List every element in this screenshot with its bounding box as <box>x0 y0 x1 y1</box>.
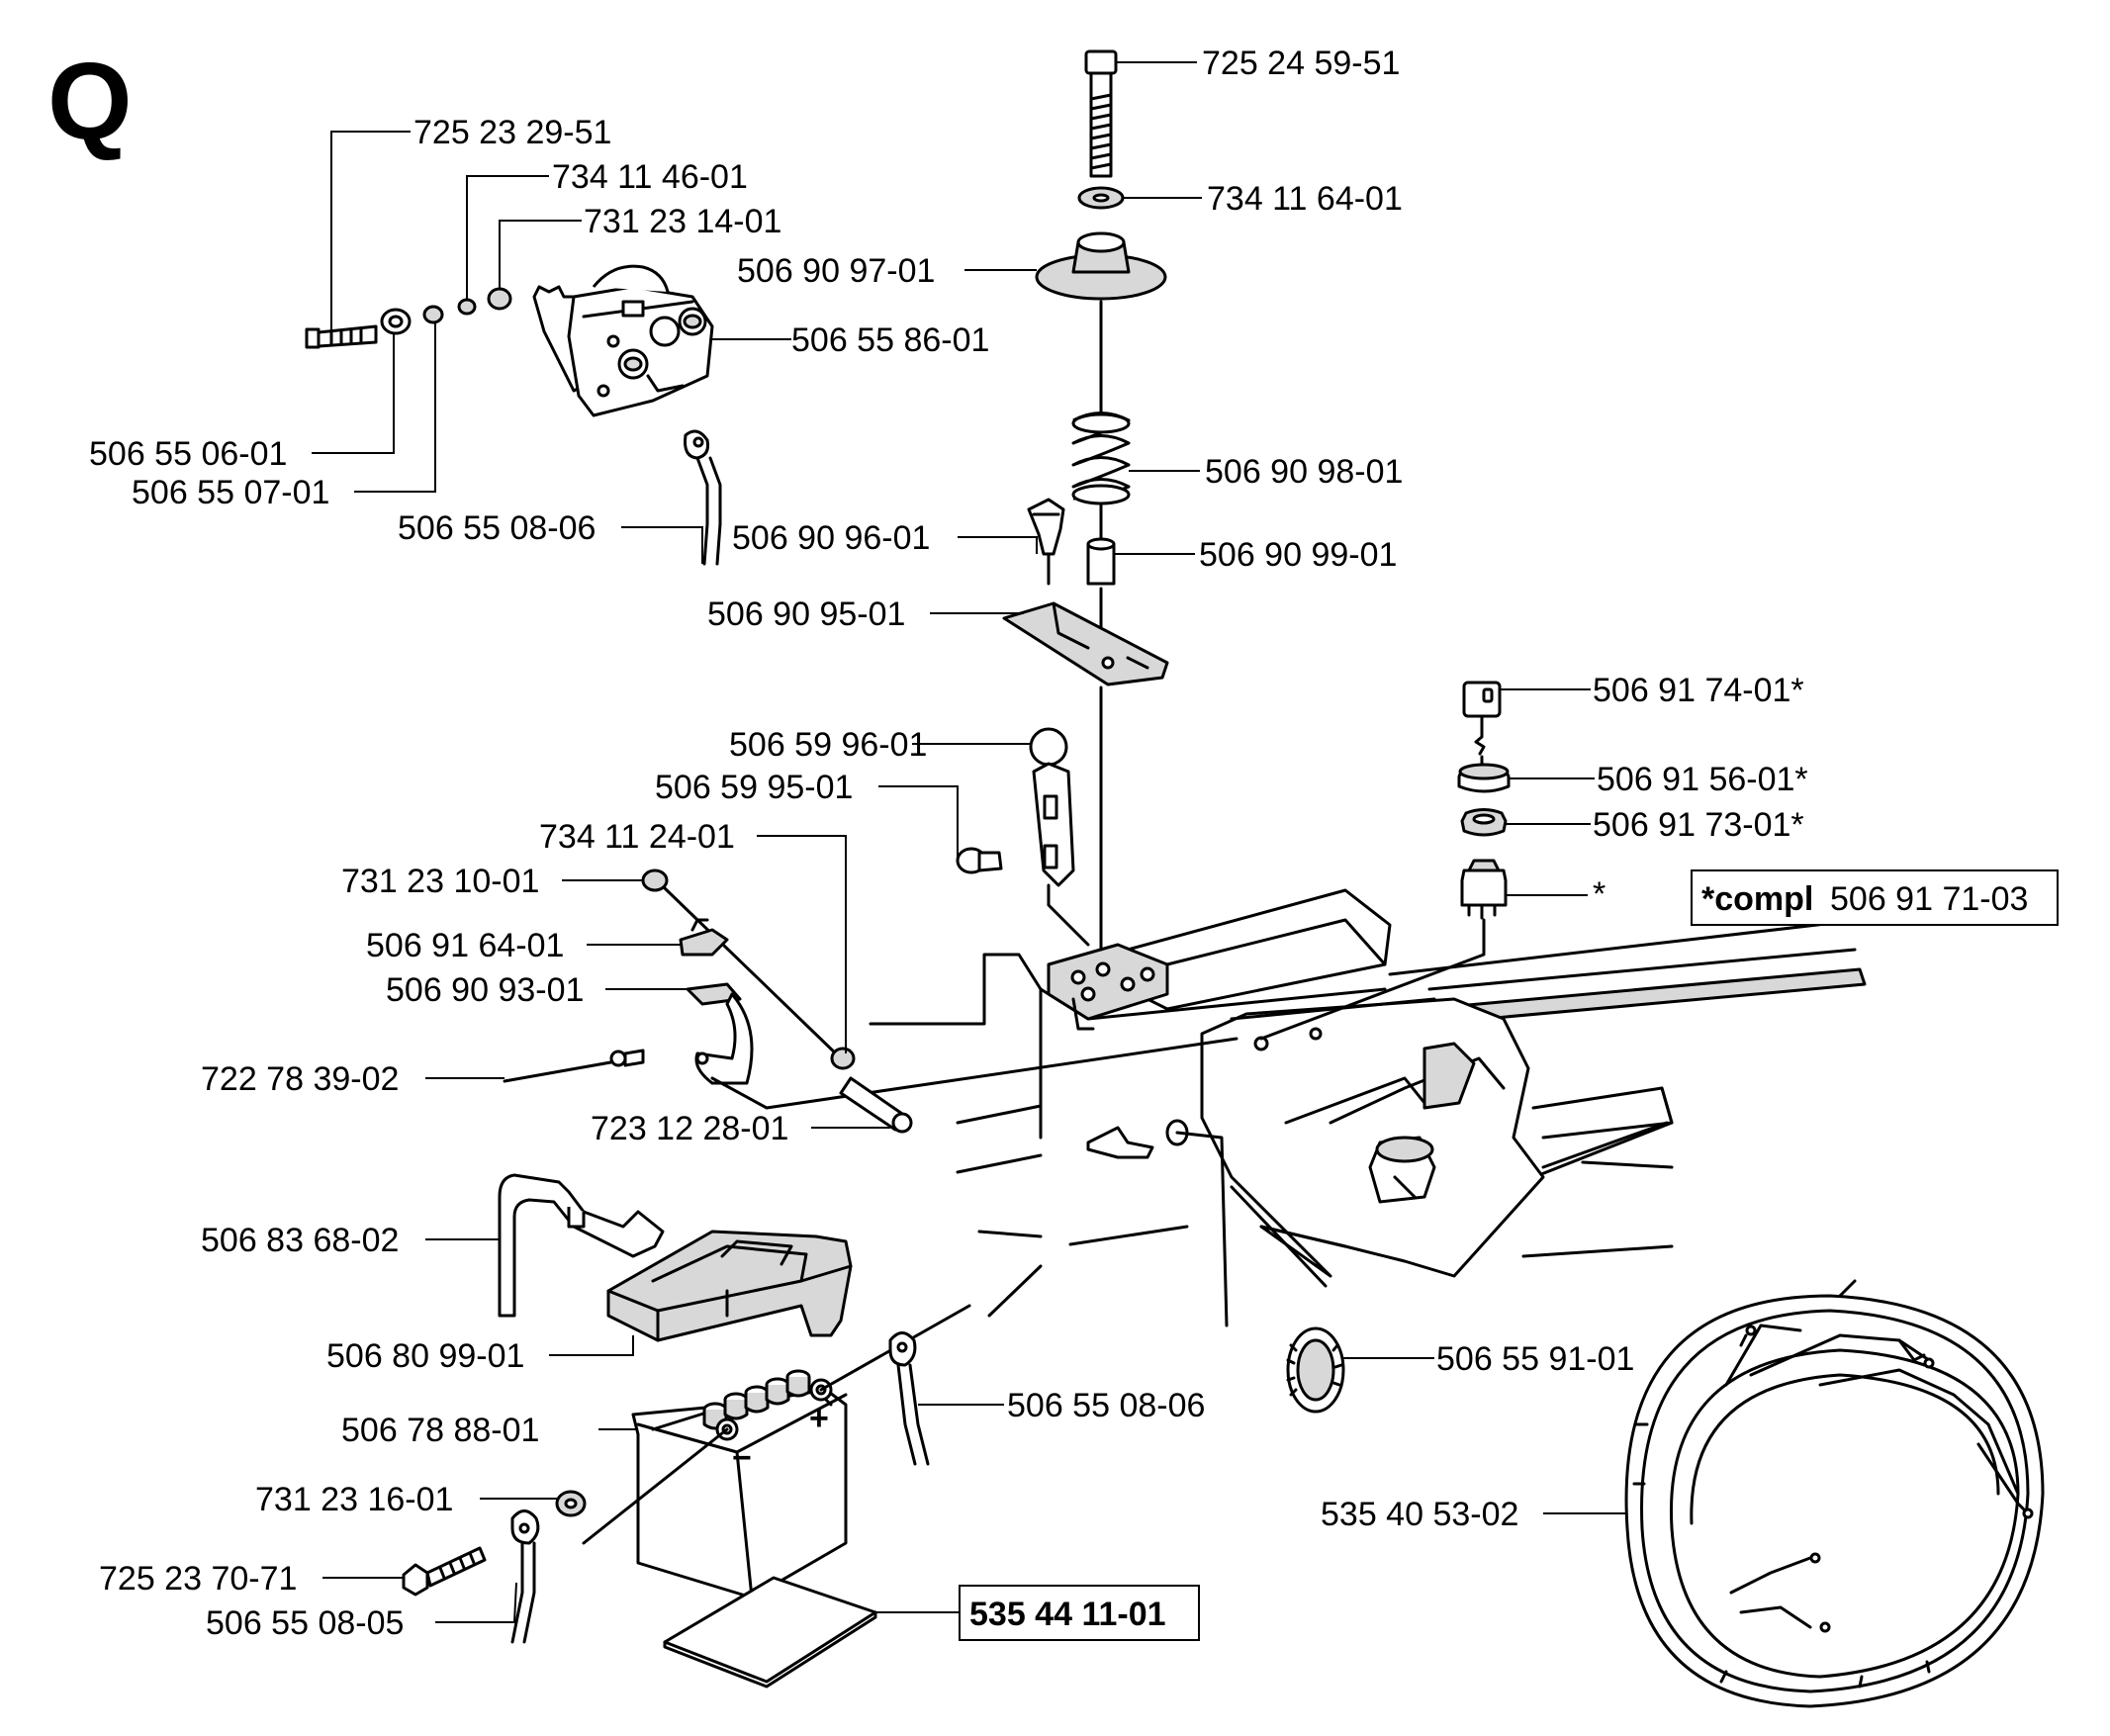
label-solenoid-nut: 731 23 14-01 <box>584 203 781 240</box>
compl-box: *compl 506 91 71-03 <box>1691 869 2059 926</box>
nut-small <box>641 868 669 892</box>
label-plate: 506 90 95-01 <box>707 595 905 633</box>
grommet <box>1175 1131 1345 1414</box>
label-ignition-switch: * <box>1593 875 1605 913</box>
small-bracket <box>1086 1119 1189 1159</box>
screw-lever <box>839 1076 913 1134</box>
cylinder-boss <box>1368 1136 1436 1204</box>
label-washer-top: 734 11 64-01 <box>1207 180 1403 218</box>
label-microswitch: 506 91 64-01 <box>366 927 564 964</box>
cable-neg <box>510 1509 540 1644</box>
label-cable-pos: 506 55 08-06 <box>1007 1387 1205 1424</box>
label-manual: 535 44 11-01 <box>969 1596 1166 1633</box>
solenoid-bolt <box>305 324 378 349</box>
plate <box>1002 601 1169 686</box>
microswitch <box>679 918 729 957</box>
label-bolt-top: 725 24 59-51 <box>1202 45 1400 82</box>
section-letter: Q <box>47 41 133 162</box>
manual <box>663 1576 877 1689</box>
label-harness: 535 40 53-02 <box>1321 1496 1518 1533</box>
battery-nut <box>555 1490 587 1517</box>
lever-nut <box>830 1047 856 1070</box>
knob-lever <box>1029 727 1090 947</box>
label-clip: 506 90 96-01 <box>732 519 930 557</box>
ignition-nut <box>1460 808 1508 837</box>
clip <box>1027 498 1065 586</box>
label-nut-small: 731 23 10-01 <box>341 863 539 900</box>
label-battery: 506 78 88-01 <box>341 1412 539 1449</box>
solenoid-washer <box>457 298 477 316</box>
label-bracket-u: 506 90 93-01 <box>386 971 584 1009</box>
label-battery-bolt: 725 23 70-71 <box>99 1560 297 1598</box>
solenoid <box>532 264 714 417</box>
solenoid-nut <box>487 287 512 311</box>
label-screw-lever: 723 12 28-01 <box>591 1110 788 1147</box>
label-battery-cover: 506 80 99-01 <box>326 1337 524 1375</box>
dash-housing <box>1200 997 1545 1288</box>
battery-plus-mark: + <box>809 1400 829 1437</box>
spacer <box>1086 537 1116 586</box>
bolt-top <box>1084 49 1118 178</box>
label-knob-stud: 506 59 95-01 <box>655 769 853 806</box>
label-spacer: 506 90 99-01 <box>1199 536 1397 574</box>
cable-pos <box>888 1331 930 1466</box>
bushing <box>380 308 412 335</box>
label-ignition-nut: 506 91 73-01* <box>1593 806 1804 844</box>
label-battery-nut: 731 23 16-01 <box>255 1481 453 1518</box>
label-cable-neg: 506 55 08-05 <box>206 1604 404 1642</box>
ignition-cap <box>1457 763 1511 793</box>
label-bushing: 506 55 06-01 <box>89 435 287 473</box>
label-cup-top: 506 90 97-01 <box>737 252 935 290</box>
label-solenoid-washer: 734 11 46-01 <box>552 158 748 196</box>
chassis-frame <box>869 888 1867 1318</box>
compl-prefix: *compl <box>1701 880 1813 918</box>
label-spring: 506 90 98-01 <box>1205 453 1403 491</box>
battery-bolt <box>402 1546 487 1597</box>
battery-cover <box>606 1230 853 1342</box>
cup-top <box>1035 231 1167 301</box>
label-battery-strap: 506 83 68-02 <box>201 1222 399 1259</box>
key <box>1462 681 1502 756</box>
battery-minus-mark: − <box>732 1439 752 1477</box>
knob-stud <box>956 847 1003 874</box>
lever-mounting-plate <box>1047 943 1169 1031</box>
label-cable-sol: 506 55 08-06 <box>398 509 596 547</box>
label-washer-sol: 506 55 07-01 <box>132 474 329 511</box>
rivet-pin <box>503 1049 645 1083</box>
label-knob: 506 59 96-01 <box>729 726 927 764</box>
washer-top <box>1077 186 1125 210</box>
label-rivet-pin: 722 78 39-02 <box>201 1060 399 1098</box>
bracket-u <box>686 982 754 1085</box>
cable-sol <box>684 429 722 566</box>
ignition-switch <box>1259 859 1508 1041</box>
label-key: 506 91 74-01* <box>1593 672 1804 709</box>
label-solenoid: 506 55 86-01 <box>791 321 989 359</box>
leader-lines <box>312 61 1627 1623</box>
label-lever-rod: 734 11 24-01 <box>539 818 735 856</box>
spring <box>1071 411 1131 505</box>
battery: − + <box>631 1369 848 1599</box>
label-grommet: 506 55 91-01 <box>1436 1340 1634 1378</box>
compl-number: 506 91 71-03 <box>1830 880 2028 918</box>
label-ignition-cap: 506 91 56-01* <box>1597 761 1808 798</box>
harness <box>1624 1279 2045 1708</box>
label-solenoid-bolt: 725 23 29-51 <box>413 114 611 151</box>
washer-sol <box>422 305 444 324</box>
manual-box: 535 44 11-01 <box>959 1585 1200 1641</box>
battery-strap <box>498 1173 665 1318</box>
